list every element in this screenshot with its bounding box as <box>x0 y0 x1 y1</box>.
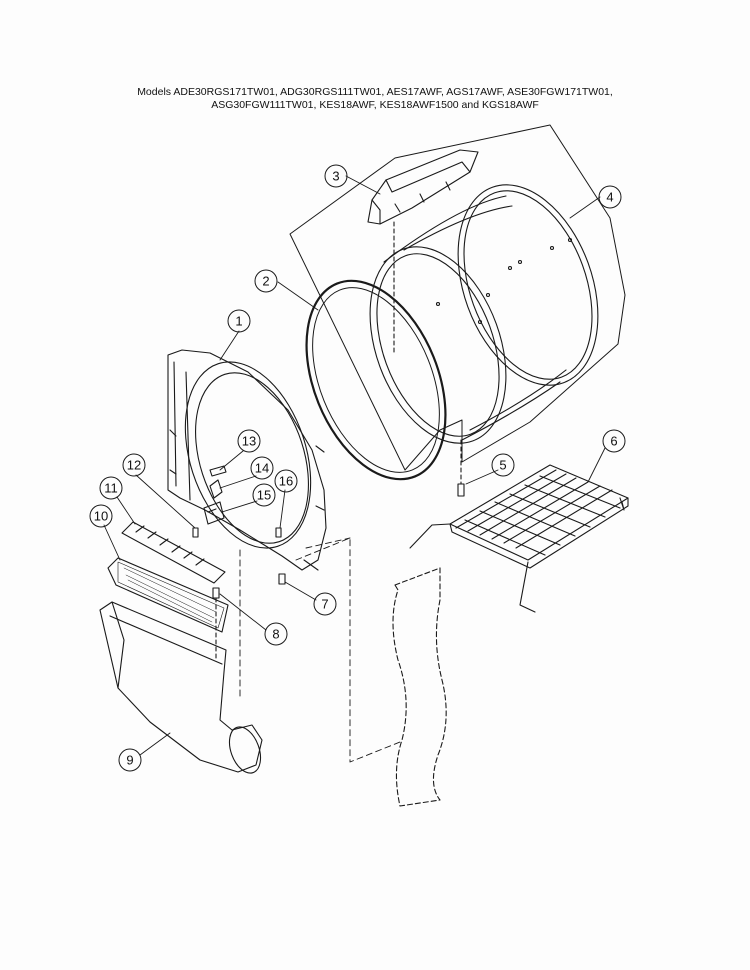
callout-16 <box>274 469 298 493</box>
callout-2-label: 2 <box>262 274 269 289</box>
callout-8-label: 8 <box>272 627 279 642</box>
callout-4 <box>598 185 622 209</box>
callout-6-label: 6 <box>610 434 617 449</box>
callout-15 <box>252 483 276 507</box>
grille <box>121 521 226 584</box>
callout-numbers: 3 4 2 1 5 6 13 14 15 16 12 11 10 8 7 9 <box>94 169 618 768</box>
callout-12-label: 12 <box>127 458 141 473</box>
lint-duct <box>99 601 263 774</box>
screw-8 <box>212 587 220 661</box>
drum-seal <box>305 279 447 481</box>
callout-15-label: 15 <box>257 488 271 503</box>
callout-3-label: 3 <box>332 169 339 184</box>
screw-7 <box>278 573 286 585</box>
callout-9 <box>118 748 142 772</box>
bracket-15 <box>203 501 225 525</box>
callout-8 <box>264 622 288 646</box>
switch-14 <box>209 479 223 499</box>
dashed-assembly-lines <box>239 537 401 763</box>
callout-12 <box>122 453 146 477</box>
callout-3 <box>324 164 348 188</box>
callout-11-label: 11 <box>104 481 118 496</box>
callout-6 <box>602 429 626 453</box>
callout-14-label: 14 <box>255 461 269 476</box>
callout-4-label: 4 <box>606 190 613 205</box>
callout-2 <box>254 269 278 293</box>
screw-5 <box>457 439 465 497</box>
models-title-line-2: ASG30FGW111TW01, KES18AWF, KES18AWF1500 … <box>211 99 539 111</box>
callout-1-label: 1 <box>235 314 242 329</box>
screw-16 <box>275 527 282 538</box>
callout-7 <box>313 592 337 616</box>
callout-5 <box>491 453 515 477</box>
callout-16-label: 16 <box>279 474 293 489</box>
callout-9-label: 9 <box>126 753 133 768</box>
callout-10-label: 10 <box>94 509 108 524</box>
drying-rack <box>409 464 629 613</box>
callout-circles <box>89 164 626 772</box>
front-panel <box>167 349 327 571</box>
clip-13 <box>209 465 227 477</box>
bracket-detail <box>207 508 217 513</box>
callout-1 <box>227 309 251 333</box>
drum-group-outline <box>289 124 626 471</box>
drum-baffle <box>367 149 479 225</box>
callout-11 <box>99 476 123 500</box>
callout-leaders <box>103 175 606 756</box>
access-panel-dashed <box>392 567 447 807</box>
callout-5-label: 5 <box>499 458 506 473</box>
callout-10 <box>89 504 113 528</box>
callout-13 <box>237 429 261 453</box>
drum <box>369 184 599 444</box>
callout-14 <box>250 456 274 480</box>
screw-12 <box>192 527 199 538</box>
callout-13-label: 13 <box>242 434 256 449</box>
lint-filter <box>107 557 229 633</box>
models-title-line-1: Models ADE30RGS171TW01, ADG30RGS111TW01,… <box>137 86 613 98</box>
callout-7-label: 7 <box>321 597 328 612</box>
